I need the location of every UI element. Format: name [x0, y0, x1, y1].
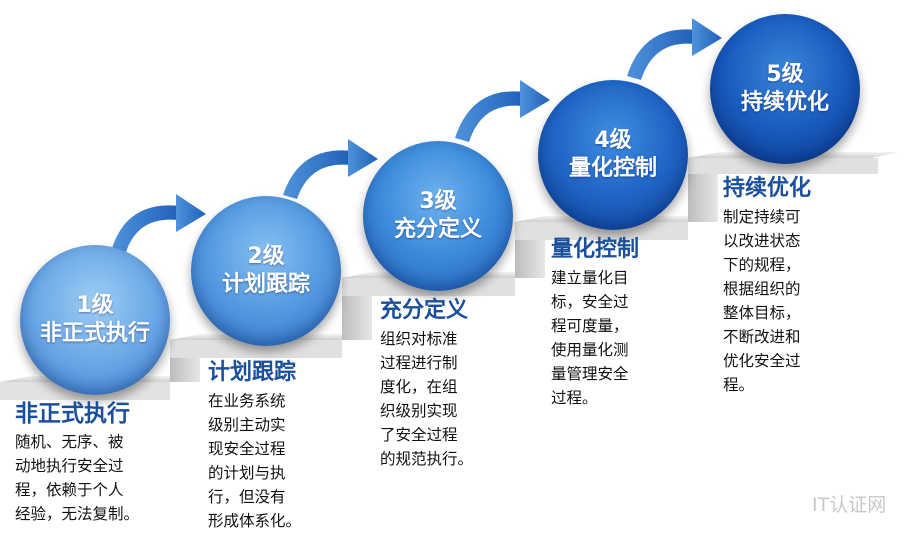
stair-steps [0, 152, 900, 400]
level-1-name: 非正式执行 [39, 321, 150, 346]
level-4-circle: 4级 量化控制 [538, 80, 688, 230]
level-4-number: 4级 [594, 128, 632, 153]
watermark: IT认证网 [812, 494, 887, 516]
arrow-2-to-3 [283, 139, 378, 199]
level-3-name: 充分定义 [393, 217, 482, 242]
level-1-block: 非正式执行 随机、无序、被 动地执行安全过 程，依赖于个人 经验，无法复制。 [15, 400, 139, 526]
level-4-name: 量化控制 [568, 156, 657, 181]
level-2-block: 计划跟踪 在业务系统 级别主动实 现安全过程 的计划与执 行，但没有 形成体系化… [208, 359, 301, 533]
level-2-title: 计划跟踪 [208, 360, 297, 385]
arrow-1-to-2 [112, 194, 206, 252]
level-5-number: 5级 [766, 62, 804, 87]
arrow-3-to-4 [455, 80, 550, 142]
level-2-name: 计划跟踪 [221, 272, 310, 297]
level-3-title: 充分定义 [380, 298, 469, 323]
level-5-name: 持续优化 [740, 90, 829, 115]
level-5-circle: 5级 持续优化 [710, 14, 860, 164]
level-4-block: 量化控制 建立量化目 标，安全过 程可度量， 使用量化测 量管理安全 过程。 [551, 236, 639, 410]
level-3-number: 3级 [419, 189, 457, 214]
level-3-circle: 3级 充分定义 [363, 141, 513, 291]
level-5-title: 持续优化 [723, 176, 812, 201]
level-1-number: 1级 [76, 293, 114, 318]
level-5-block: 持续优化 制定持续可 以改进状态 下的规程， 根据组织的 整体目标， 不断改进和… [723, 175, 811, 397]
level-1-description: 随机、无序、被 动地执行安全过 程，依赖于个人 经验，无法复制。 [15, 433, 140, 523]
level-5-description: 制定持续可 以改进状态 下的规程， 根据组织的 整体目标， 不断改进和 优化安全… [723, 208, 801, 394]
level-3-description: 组织对标准 过程进行制 度化，在组 织级别实现 了安全过程 的规范执行。 [380, 330, 474, 468]
level-1-circle: 1级 非正式执行 [20, 245, 170, 395]
level-2-circle: 2级 计划跟踪 [191, 196, 341, 346]
level-4-title: 量化控制 [551, 237, 640, 262]
arrows [112, 18, 722, 252]
arrow-4-to-5 [627, 18, 722, 80]
level-4-description: 建立量化目 标，安全过 程可度量， 使用量化测 量管理安全 过程。 [551, 269, 629, 407]
level-2-description: 在业务系统 级别主动实 现安全过程 的计划与执 行，但没有 形成体系化。 [208, 392, 302, 530]
level-2-number: 2级 [247, 244, 285, 269]
level-3-block: 充分定义 组织对标准 过程进行制 度化，在组 织级别实现 了安全过程 的规范执行… [380, 297, 473, 471]
level-1-title: 非正式执行 [15, 401, 130, 427]
